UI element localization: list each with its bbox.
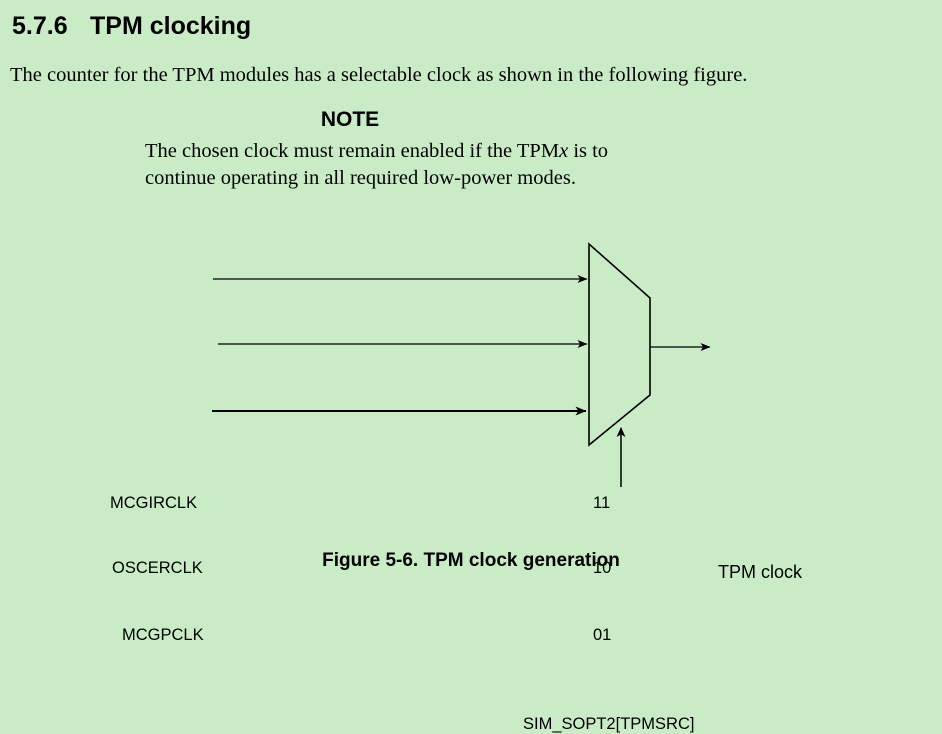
figure-caption: Figure 5-6. TPM clock generation [322, 550, 620, 571]
figure-diagram: MCGIRCLK OSCERCLK MCGPCLK 11 10 01 TPM c… [0, 225, 942, 733]
input-label-mcgirclk: MCGIRCLK [110, 494, 198, 512]
section-number: 5.7.6 [12, 12, 68, 40]
multiplexer-body [588, 242, 651, 447]
mux-port-11: 11 [593, 494, 611, 512]
page-title: 5.7.6 TPM clocking [12, 12, 251, 41]
mux-port-10: 10 [593, 559, 612, 577]
note-line-2: continue operating in all required low-p… [145, 167, 576, 189]
intro-paragraph: The counter for the TPM modules has a se… [10, 64, 748, 86]
note-line-1-part-2: is to [568, 140, 609, 162]
mux-diagram-svg [212, 242, 711, 487]
document-page: 5.7.6 TPM clocking The counter for the TP… [0, 12, 942, 733]
input-label-oscerclk: OSCERCLK [112, 559, 203, 577]
select-label-sim-sopt2: SIM_SOPT2[TPMSRC] [523, 715, 695, 733]
note-line-1-part-1: The chosen clock must remain enabled if … [145, 140, 560, 162]
note-body: The chosen clock must remain enabled if … [145, 138, 785, 192]
note-line-1-italic-x: x [559, 140, 569, 162]
note-line-1: The chosen clock must remain enabled if … [145, 138, 785, 165]
output-label-tpm-clock: TPM clock [718, 562, 803, 582]
input-label-mcgpclk: MCGPCLK [122, 626, 204, 644]
note-title: NOTE [320, 108, 380, 131]
section-title: TPM clocking [90, 12, 252, 40]
mux-port-01: 01 [593, 626, 612, 644]
